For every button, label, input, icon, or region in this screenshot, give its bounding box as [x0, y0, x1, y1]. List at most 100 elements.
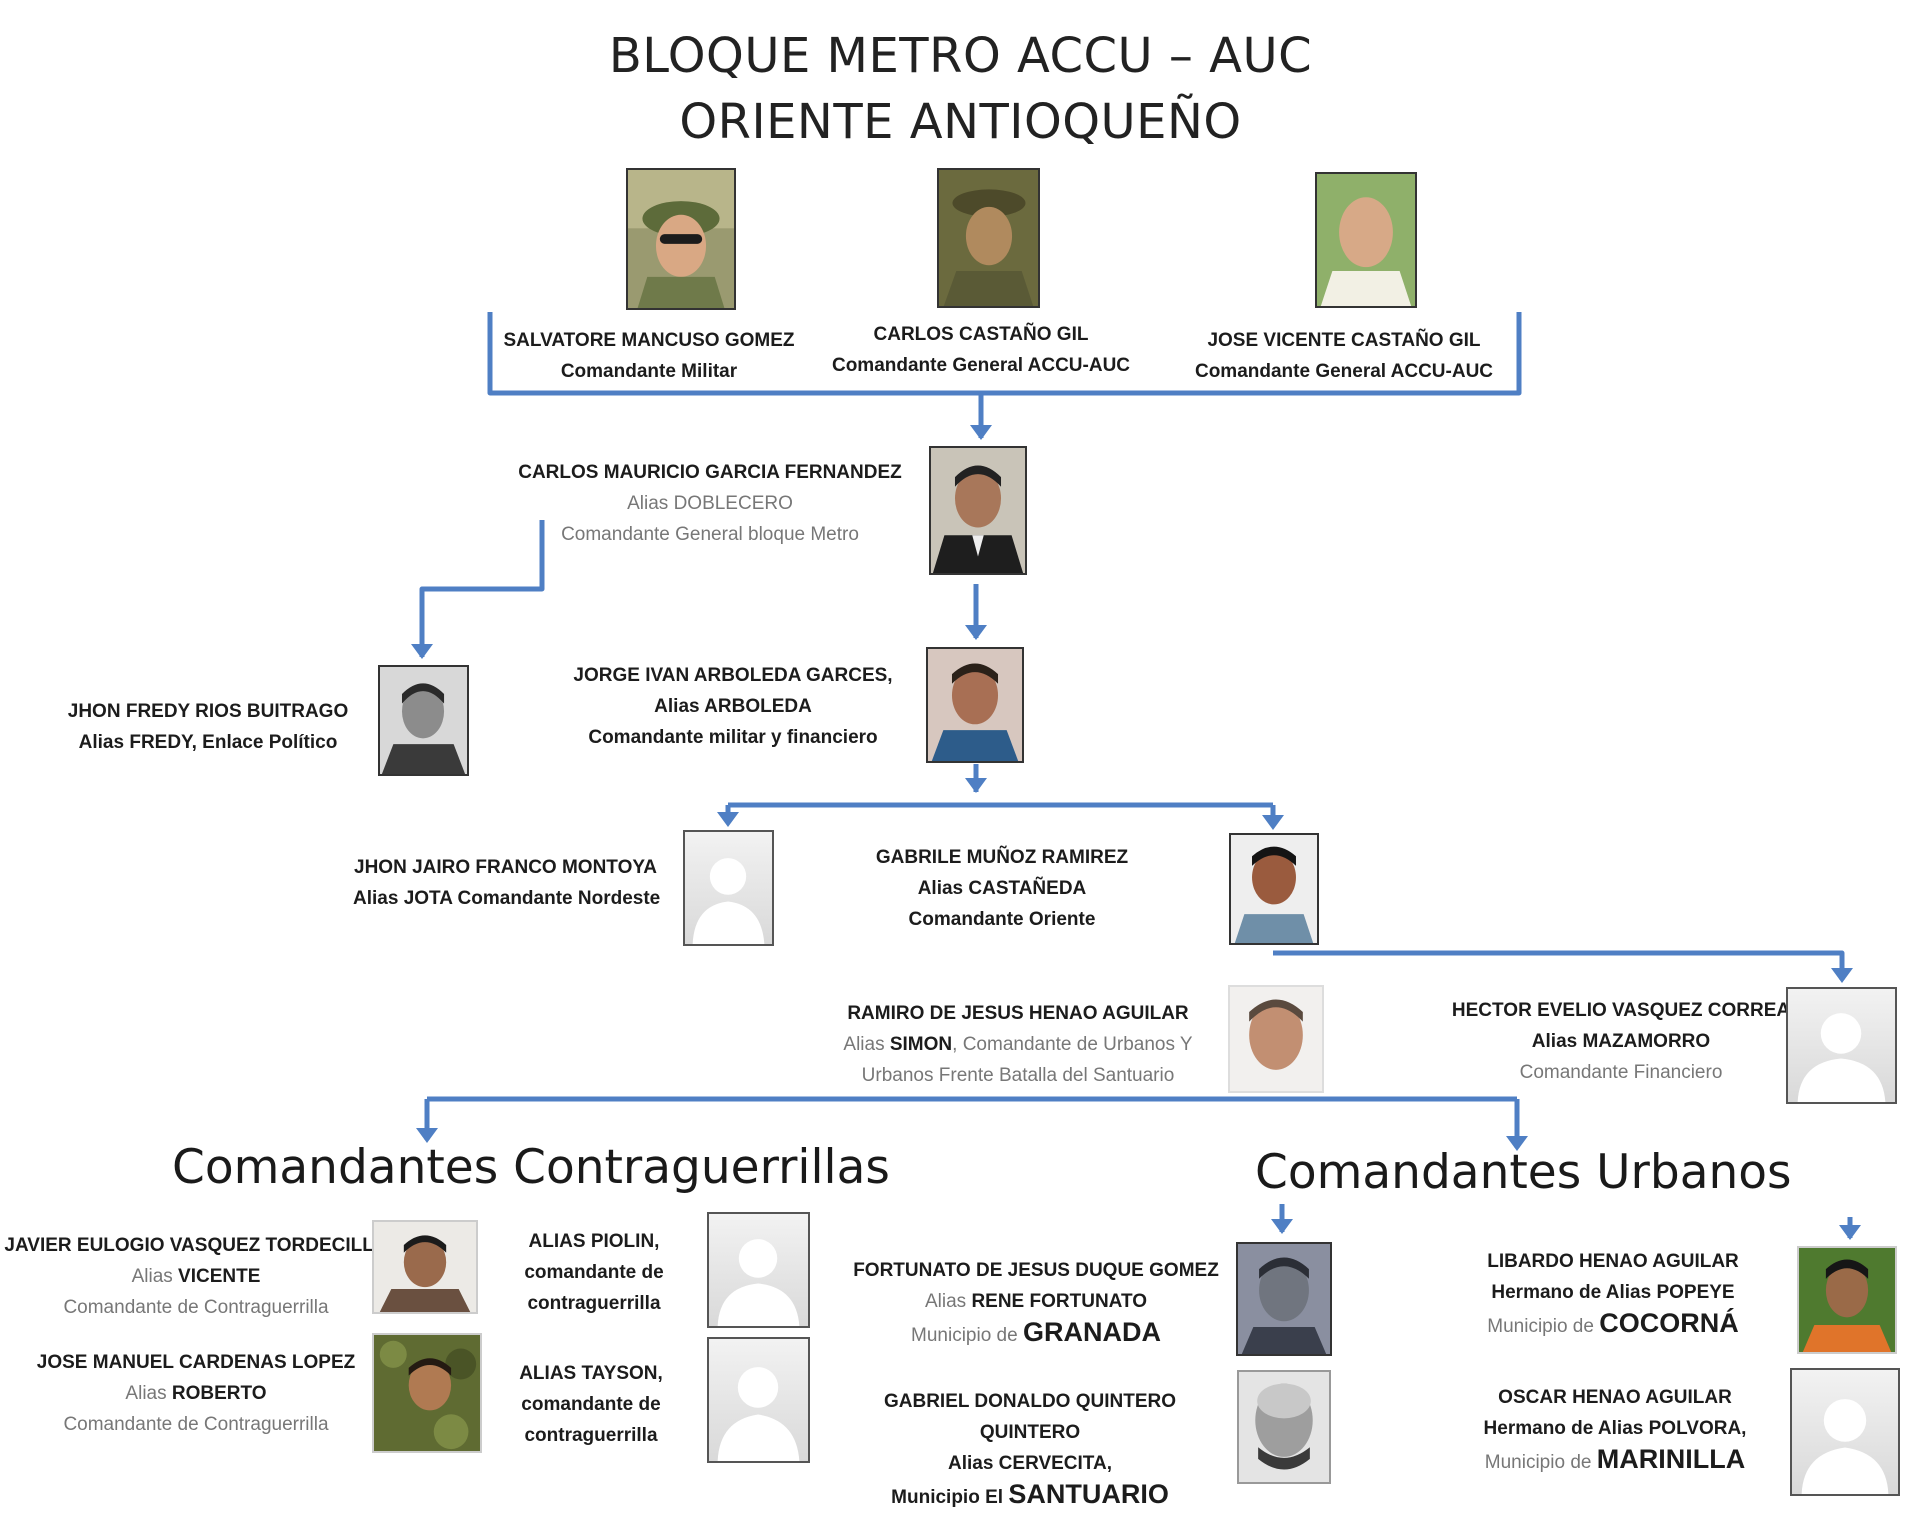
photo-rios — [378, 665, 469, 776]
photo-castano-carlos — [937, 168, 1040, 308]
photo-cervecita — [1237, 1370, 1331, 1484]
alias-tayson-line-1: ALIAS TAYSON, — [519, 1363, 663, 1384]
alias-rios: Alias FREDY, Enlace Político — [78, 732, 338, 753]
role-castano-jose-vicente: Comandante General ACCU-AUC — [1194, 361, 1494, 382]
alias-munoz: Alias CASTAÑEDA — [917, 878, 1087, 899]
photo-ramiro-henao — [1228, 985, 1324, 1093]
alias-piolin-line-2: comandante de — [524, 1262, 664, 1283]
alias-piolin-line-3: contraguerrilla — [527, 1293, 661, 1314]
municipio-cervecita: Municipio El SANTUARIO — [891, 1479, 1169, 1509]
photo-placeholder-vasquez — [1786, 987, 1897, 1104]
role-castano-carlos: Comandante General ACCU-AUC — [831, 355, 1131, 376]
photo-mancuso — [626, 168, 736, 310]
caption-castano-jose-vicente: JOSE VICENTE CASTAÑO GIL Comandante Gene… — [1195, 325, 1493, 387]
name-castano-carlos: CARLOS CASTAÑO GIL — [873, 324, 1089, 345]
chart-title-line-1: BLOQUE METRO ACCU – AUC — [608, 28, 1313, 84]
alias-ramiro-henao: Alias SIMON, Comandante de Urbanos Y — [843, 1034, 1193, 1055]
photo-garcia — [929, 446, 1027, 575]
caption-piolin: ALIAS PIOLIN, comandante de contraguerri… — [524, 1226, 663, 1319]
alias-cervecita: Alias CERVECITA, — [947, 1453, 1113, 1474]
photo-placeholder-oscar — [1790, 1368, 1900, 1496]
name-garcia: CARLOS MAURICIO GARCIA FERNANDEZ — [518, 462, 902, 483]
caption-mancuso: SALVATORE MANCUSO GOMEZ Comandante Milit… — [504, 325, 795, 387]
name-libardo: LIBARDO HENAO AGUILAR — [1487, 1251, 1739, 1272]
name-vicente: JAVIER EULOGIO VASQUEZ TORDECILLA — [4, 1235, 388, 1256]
name-castano-jose-vicente: JOSE VICENTE CASTAÑO GIL — [1207, 330, 1481, 351]
name-oscar: OSCAR HENAO AGUILAR — [1498, 1387, 1732, 1408]
role-mancuso: Comandante Militar — [560, 361, 738, 382]
photo-placeholder-tayson — [707, 1337, 810, 1463]
alias-oscar: Hermano de Alias POLVORA, — [1483, 1418, 1747, 1439]
name-franco: JHON JAIRO FRANCO MONTOYA — [354, 857, 657, 878]
section-title-urbanos: Comandantes Urbanos — [1255, 1145, 1792, 1200]
alias-roberto: Alias ROBERTO — [125, 1383, 267, 1404]
caption-ramiro-henao: RAMIRO DE JESUS HENAO AGUILAR Alias SIMO… — [843, 998, 1192, 1091]
caption-libardo: LIBARDO HENAO AGUILAR Hermano de Alias P… — [1487, 1246, 1739, 1342]
role-ramiro-henao: Urbanos Frente Batalla del Santuario — [861, 1065, 1175, 1086]
alias-garcia: Alias DOBLECERO — [627, 493, 793, 514]
caption-franco: JHON JAIRO FRANCO MONTOYA Alias JOTA Com… — [353, 852, 661, 914]
silhouette-icon — [1797, 1013, 1886, 1102]
alias-tayson-line-3: contraguerrilla — [524, 1425, 658, 1446]
top-bracket-line — [487, 312, 1522, 396]
caption-arboleda: JORGE IVAN ARBOLEDA GARCES, Alias ARBOLE… — [573, 660, 892, 753]
section-title-contraguerrillas: Comandantes Contraguerrillas — [172, 1140, 890, 1195]
name-vasquez: HECTOR EVELIO VASQUEZ CORREA — [1451, 1000, 1791, 1021]
caption-tayson: ALIAS TAYSON, comandante de contraguerri… — [519, 1358, 663, 1451]
caption-cervecita: GABRIEL DONALDO QUINTERO QUINTERO Alias … — [884, 1386, 1176, 1513]
role-roberto: Comandante de Contraguerrilla — [63, 1414, 329, 1435]
photo-castano-jose-vicente — [1315, 172, 1417, 308]
caption-vicente: JAVIER EULOGIO VASQUEZ TORDECILLA Alias … — [4, 1230, 387, 1323]
role-garcia: Comandante General bloque Metro — [561, 524, 859, 545]
caption-garcia: CARLOS MAURICIO GARCIA FERNANDEZ Alias D… — [518, 457, 902, 550]
chart-title-line-2: ORIENTE ANTIOQUEÑO — [679, 94, 1242, 150]
photo-fortunato — [1236, 1242, 1332, 1356]
photo-libardo — [1797, 1246, 1897, 1354]
alias-piolin-line-1: ALIAS PIOLIN, — [528, 1231, 660, 1252]
alias-vicente: Alias VICENTE — [131, 1266, 261, 1287]
silhouette-icon — [1801, 1399, 1889, 1494]
caption-vasquez: HECTOR EVELIO VASQUEZ CORREA Alias MAZAM… — [1452, 995, 1790, 1088]
photo-placeholder-piolin — [707, 1212, 810, 1328]
name-mancuso: SALVATORE MANCUSO GOMEZ — [503, 330, 795, 351]
photo-placeholder-franco — [683, 830, 774, 946]
silhouette-icon — [692, 858, 765, 944]
silhouette-icon — [717, 1367, 800, 1461]
caption-munoz: GABRILE MUÑOZ RAMIREZ Alias CASTAÑEDA Co… — [876, 842, 1128, 935]
caption-roberto: JOSE MANUEL CARDENAS LOPEZ Alias ROBERTO… — [37, 1347, 355, 1440]
alias-franco: Alias JOTA Comandante Nordeste — [353, 888, 661, 909]
alias-vasquez: Alias MAZAMORRO — [1531, 1031, 1711, 1052]
alias-arboleda: Alias ARBOLEDA — [654, 696, 812, 717]
photo-vicente — [372, 1220, 478, 1314]
arrow-to-vasquez — [1273, 950, 1845, 980]
photo-roberto — [372, 1333, 482, 1453]
municipio-oscar: Municipio de MARINILLA — [1484, 1444, 1746, 1474]
silhouette-icon — [717, 1239, 800, 1326]
arrow-garcia-to-rios — [419, 520, 545, 657]
photo-arboleda — [926, 647, 1024, 763]
caption-oscar: OSCAR HENAO AGUILAR Hermano de Alias POL… — [1484, 1382, 1747, 1478]
municipio-libardo: Municipio de COCORNÁ — [1487, 1308, 1739, 1338]
caption-rios: JHON FREDY RIOS BUITRAGO Alias FREDY, En… — [68, 696, 348, 758]
caption-castano-carlos: CARLOS CASTAÑO GIL Comandante General AC… — [832, 319, 1130, 381]
name-rios: JHON FREDY RIOS BUITRAGO — [67, 701, 349, 722]
role-arboleda: Comandante militar y financiero — [588, 727, 878, 748]
photo-munoz — [1229, 833, 1319, 945]
alias-fortunato: Alias RENE FORTUNATO — [924, 1291, 1148, 1312]
alias-tayson-line-2: comandante de — [521, 1394, 661, 1415]
alias-libardo: Hermano de Alias POPEYE — [1491, 1282, 1735, 1303]
role-vasquez: Comandante Financiero — [1519, 1062, 1723, 1083]
role-vicente: Comandante de Contraguerrilla — [63, 1297, 329, 1318]
municipio-fortunato: Municipio de GRANADA — [911, 1317, 1161, 1347]
name-cervecita-line-1: GABRIEL DONALDO QUINTERO — [883, 1391, 1177, 1412]
name-arboleda: JORGE IVAN ARBOLEDA GARCES, — [573, 665, 893, 686]
name-cervecita-line-2: QUINTERO — [979, 1422, 1081, 1443]
name-fortunato: FORTUNATO DE JESUS DUQUE GOMEZ — [853, 1260, 1219, 1281]
name-roberto: JOSE MANUEL CARDENAS LOPEZ — [36, 1352, 356, 1373]
name-munoz: GABRILE MUÑOZ RAMIREZ — [875, 847, 1129, 868]
role-munoz: Comandante Oriente — [908, 909, 1096, 930]
caption-fortunato: FORTUNATO DE JESUS DUQUE GOMEZ Alias REN… — [853, 1255, 1219, 1351]
name-ramiro-henao: RAMIRO DE JESUS HENAO AGUILAR — [847, 1003, 1189, 1024]
